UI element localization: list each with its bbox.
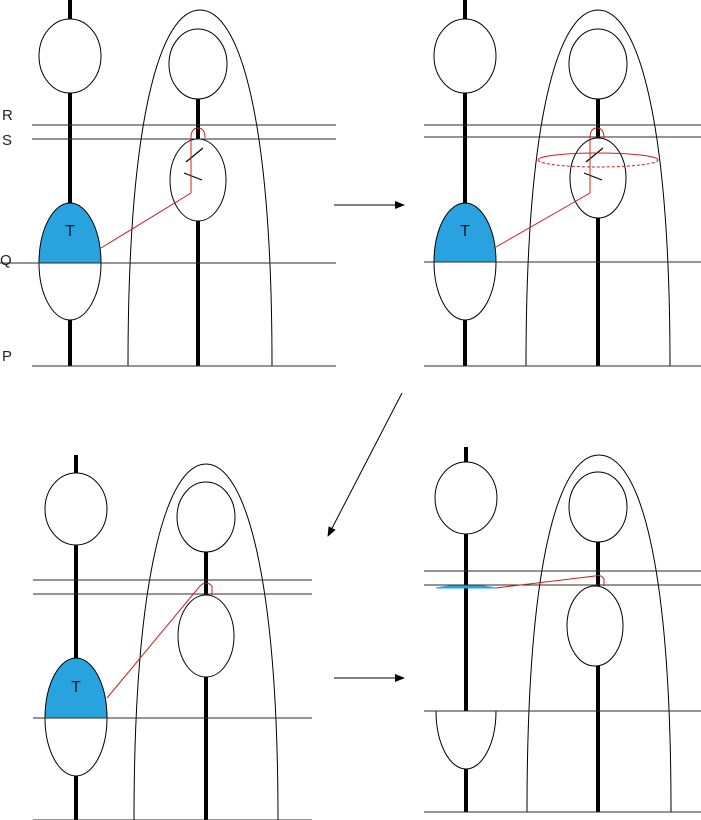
label-s: S [2, 132, 12, 149]
right-lower-oval [177, 594, 235, 678]
red-path [106, 582, 213, 699]
panel-4 [424, 447, 701, 813]
label-p: P [2, 348, 12, 365]
label-r: R [2, 107, 13, 124]
red-path [100, 127, 206, 249]
break-mark-1 [185, 147, 204, 163]
left-highlight-top-half [433, 202, 497, 263]
red-ellipse-dashed [537, 159, 659, 168]
break-mark-2 [583, 172, 603, 181]
red-path [495, 127, 605, 248]
left-upper-oval [434, 461, 498, 535]
panel-2: T [424, 0, 701, 367]
left-highlight-top-half [44, 657, 108, 719]
red-path [495, 574, 605, 589]
panel-1: T R S Q P [0, 0, 336, 367]
label-t: T [71, 679, 81, 696]
label-q: Q [0, 252, 12, 269]
right-lower-oval [169, 138, 227, 222]
break-mark-2 [183, 172, 203, 181]
right-lower-oval [566, 585, 624, 667]
arrow-diagonal [327, 392, 403, 537]
arch [127, 9, 273, 367]
right-upper-oval [176, 481, 236, 553]
arch [525, 9, 671, 367]
left-upper-oval [433, 18, 497, 94]
label-t: T [460, 223, 470, 240]
label-t: T [65, 223, 75, 240]
left-lower-half [433, 261, 497, 321]
left-lower-half [435, 710, 497, 770]
break-mark-1 [585, 147, 604, 163]
panel-3: T [33, 455, 312, 820]
arch [133, 463, 279, 820]
left-lower-half [38, 262, 102, 321]
left-lower-half [44, 717, 108, 777]
left-highlight-top-half [38, 202, 102, 264]
right-upper-oval [568, 28, 628, 100]
left-upper-oval [38, 18, 102, 94]
right-upper-oval [168, 28, 228, 100]
arch [526, 454, 672, 813]
red-ellipse-solid [537, 152, 659, 161]
left-upper-oval [44, 472, 108, 546]
right-upper-oval [568, 471, 628, 543]
